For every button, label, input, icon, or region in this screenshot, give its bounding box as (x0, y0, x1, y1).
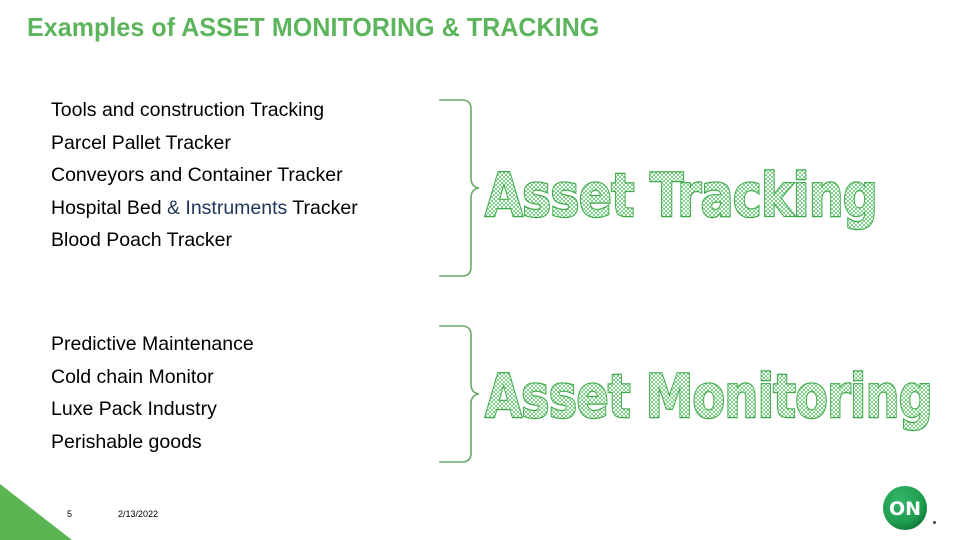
wordart-asset-monitoring-text: Asset Monitoring (485, 362, 932, 432)
page-title: Examples of ASSET MONITORING & TRACKING (27, 12, 600, 42)
list-item: Cold chain Monitor (51, 365, 214, 388)
list-item: Predictive Maintenance (51, 333, 254, 355)
list-item: Conveyors and Container Tracker (51, 164, 343, 187)
list-item: Tools and construction Tracking (51, 99, 325, 121)
list-item: Luxe Pack Industry (51, 398, 217, 421)
brace-asset-monitoring-icon (438, 324, 480, 464)
asset-monitoring-list: Predictive Maintenance Cold chain Monito… (51, 328, 254, 458)
wordart-asset-monitoring: Asset Monitoring (484, 361, 940, 435)
list-item: Parcel Pallet Tracker (51, 131, 231, 154)
brace-asset-tracking-icon (438, 98, 480, 278)
list-item-prefix: Hospital Bed (51, 196, 167, 219)
logo-trademark-dot (933, 521, 936, 524)
list-item-accent: & Instruments (166, 196, 288, 219)
corner-triangle-decoration (0, 484, 72, 540)
wordart-asset-tracking-text: Asset Tracking (485, 161, 877, 231)
slide-number: 5 (67, 509, 73, 519)
list-item: Blood Poach Tracker (51, 229, 233, 252)
list-item-suffix: Tracker (287, 196, 358, 219)
asset-tracking-list: Tools and construction Tracking Parcel P… (51, 94, 358, 257)
wordart-asset-tracking: Asset Tracking (484, 160, 885, 234)
onsemi-logo-text: ON (889, 498, 921, 520)
list-item: Perishable goods (51, 430, 202, 453)
onsemi-logo-icon: ON (881, 484, 929, 532)
slide-date: 2/13/2022 (118, 509, 159, 519)
list-item: Hospital Bed & Instruments Tracker (51, 192, 358, 225)
